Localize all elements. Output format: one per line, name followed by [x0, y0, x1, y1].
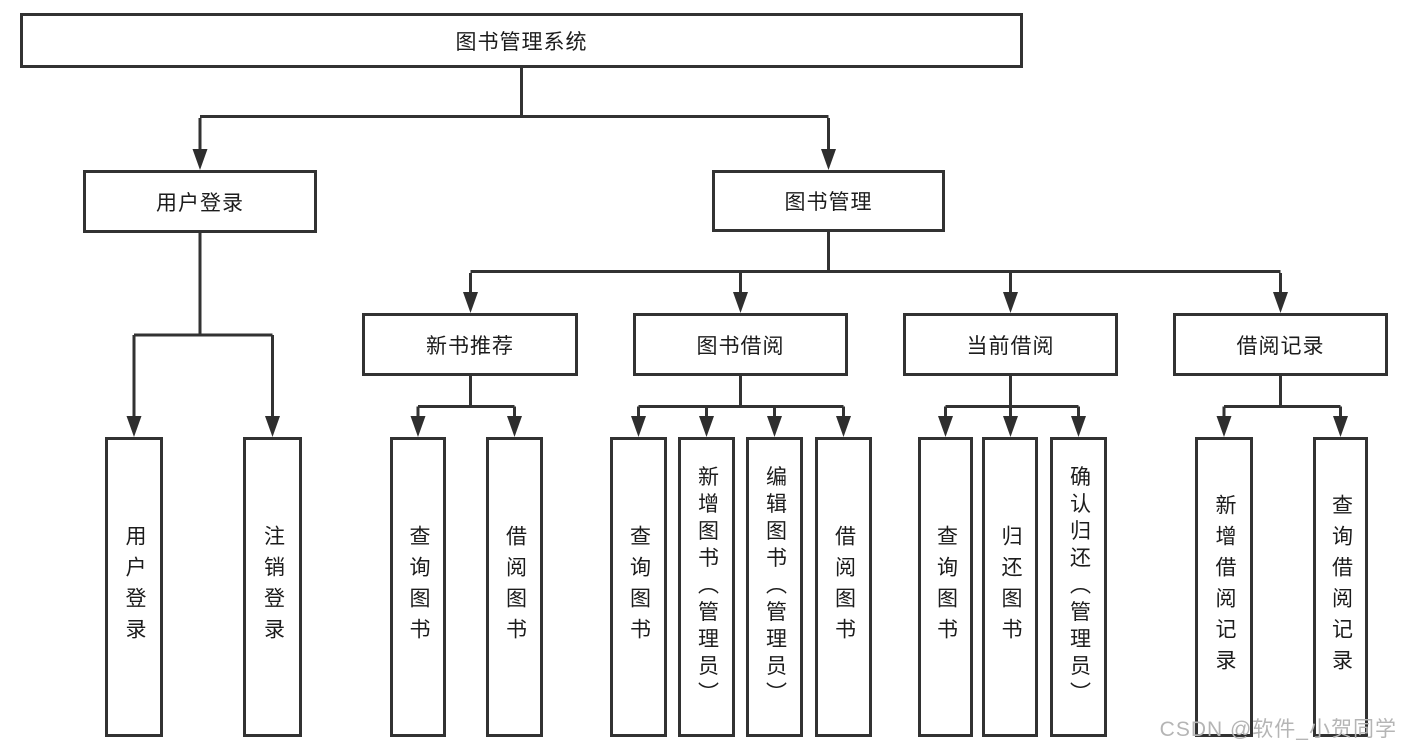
leaf-user-login: 用户登录 [105, 437, 163, 737]
node-book-management: 图书管理 [712, 170, 945, 232]
node-library-management-system: 图书管理系统 [20, 13, 1023, 68]
leaf-query-borrow-record-label: 查询借阅记录 [1329, 494, 1353, 680]
csdn-watermark: CSDN @软件_小贺同学 [1159, 718, 1397, 741]
node-user-login: 用户登录 [83, 170, 317, 233]
node-borrowing-records: 借阅记录 [1173, 313, 1388, 376]
leaf-user-login-label: 用户登录 [123, 525, 146, 649]
leaf-return-book: 归还图书 [982, 437, 1038, 737]
leaf-edit-book-admin: 编辑图书（管理员） [746, 437, 803, 737]
leaf-add-borrow-record-label: 新增借阅记录 [1213, 494, 1236, 680]
leaf-borrow-books-recommend: 借阅图书 [486, 437, 543, 737]
leaf-return-book-label: 归还图书 [999, 525, 1022, 649]
node-book-borrowing: 图书借阅 [633, 313, 848, 376]
leaf-add-borrow-record: 新增借阅记录 [1195, 437, 1253, 737]
node-current-borrowing: 当前借阅 [903, 313, 1118, 376]
leaf-query-books-borrow-label: 查询图书 [627, 525, 651, 649]
leaf-query-books-current: 查询图书 [918, 437, 973, 737]
leaf-borrow-books-recommend-label: 借阅图书 [503, 525, 527, 649]
leaf-query-books-current-label: 查询图书 [934, 525, 958, 649]
leaf-confirm-return-admin: 确认归还（管理员） [1050, 437, 1107, 737]
leaf-borrow-books: 借阅图书 [815, 437, 872, 737]
leaf-logout-label: 注销登录 [261, 525, 285, 649]
leaf-query-borrow-record: 查询借阅记录 [1313, 437, 1368, 737]
leaf-logout: 注销登录 [243, 437, 302, 737]
leaf-confirm-return-admin-label: 确认归还（管理员） [1067, 465, 1091, 709]
node-new-book-recommendation: 新书推荐 [362, 313, 578, 376]
leaf-query-books-borrow: 查询图书 [610, 437, 667, 737]
leaf-query-books-recommend-label: 查询图书 [407, 525, 430, 649]
leaf-borrow-books-label: 借阅图书 [832, 525, 856, 649]
leaf-edit-book-admin-label: 编辑图书（管理员） [763, 465, 787, 709]
leaf-add-book-admin: 新增图书（管理员） [678, 437, 735, 737]
leaf-query-books-recommend: 查询图书 [390, 437, 446, 737]
leaf-add-book-admin-label: 新增图书（管理员） [695, 465, 719, 709]
